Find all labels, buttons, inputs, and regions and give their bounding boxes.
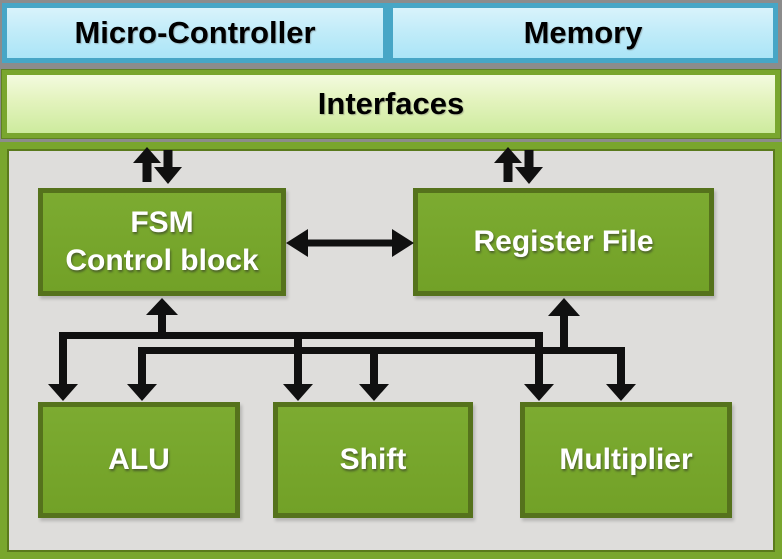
micro-controller-block: Micro-Controller (2, 3, 388, 63)
register-file-block: Register File (413, 188, 714, 296)
interfaces-label: Interfaces (317, 86, 465, 121)
fsm-control-label: FSM Control block (65, 206, 259, 277)
shift-block: Shift (273, 402, 473, 518)
alu-label: ALU (108, 443, 170, 476)
multiplier-label: Multiplier (559, 443, 693, 476)
micro-controller-label: Micro-Controller (74, 15, 316, 50)
interfaces-block: Interfaces (2, 70, 780, 138)
fsm-control-block: FSM Control block (38, 188, 286, 296)
register-file-label: Register File (473, 225, 654, 258)
memory-label: Memory (523, 15, 643, 50)
multiplier-block: Multiplier (520, 402, 732, 518)
shift-label: Shift (339, 443, 407, 476)
memory-block: Memory (388, 3, 778, 63)
alu-block: ALU (38, 402, 240, 518)
